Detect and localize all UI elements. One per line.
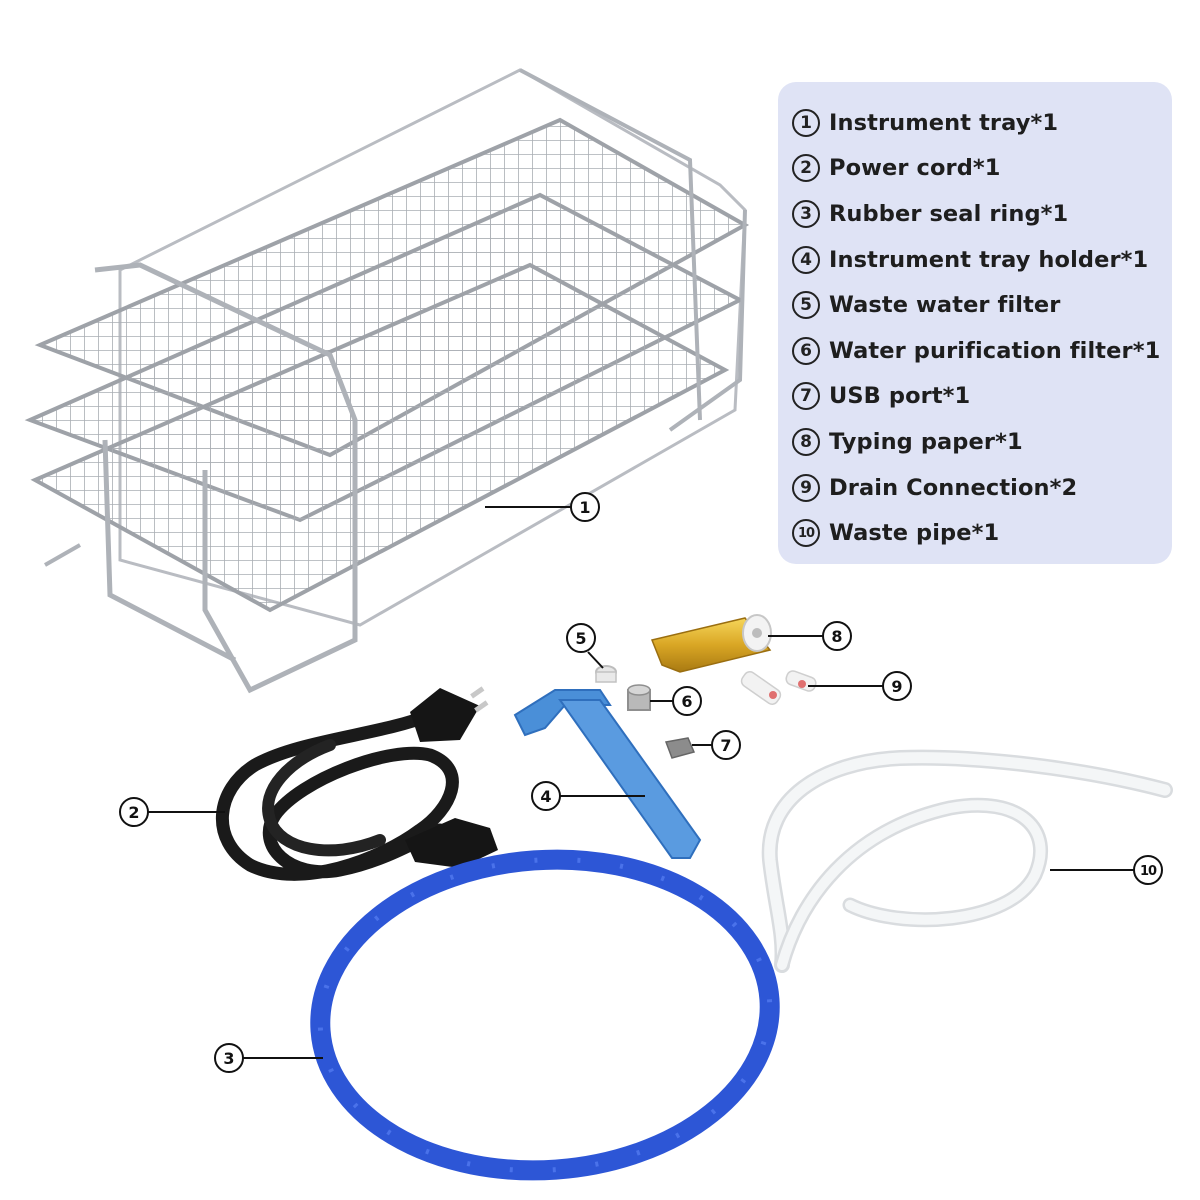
legend-label: Rubber seal ring*1 (829, 200, 1069, 227)
appliance-connector (405, 818, 498, 868)
legend-number: 3 (792, 199, 820, 228)
legend-label: Waste water filter (829, 292, 1061, 319)
legend-label: Waste pipe*1 (829, 520, 1000, 547)
legend-list: 1 Instrument tray*1 2 Power cord*1 3 Rub… (792, 100, 1160, 556)
waste-water-filter-photo (595, 665, 617, 683)
callout-label: 3 (223, 1049, 234, 1068)
legend-panel: 1 Instrument tray*1 2 Power cord*1 3 Rub… (778, 82, 1172, 564)
rubber-seal-ring-photo (310, 849, 780, 1181)
callout-label: 4 (540, 787, 551, 806)
callout-label: 6 (681, 692, 692, 711)
callout-7: 7 (692, 730, 741, 760)
legend-item-water-purification-filter: 6 Water purification filter*1 (792, 328, 1160, 374)
callouts: 1 2 3 4 5 6 7 (119, 492, 1163, 1073)
callout-label: 2 (128, 803, 139, 822)
usb-drive-photo (664, 737, 696, 759)
legend-label: Water purification filter*1 (829, 337, 1161, 364)
legend-number: 4 (792, 245, 820, 274)
callout-2: 2 (119, 797, 225, 827)
callout-10: 10 (1050, 855, 1163, 885)
legend-number: 8 (792, 427, 820, 456)
callout-label: 10 (1140, 864, 1157, 879)
legend-item-tray-holder: 4 Instrument tray holder*1 (792, 237, 1160, 283)
water-purification-filter-photo (627, 684, 651, 711)
callout-label: 9 (891, 677, 902, 696)
power-plug (410, 686, 489, 742)
callout-5: 5 (566, 623, 604, 669)
callout-label: 8 (831, 627, 842, 646)
legend-item-waste-water-filter: 5 Waste water filter (792, 282, 1160, 328)
legend-label: Drain Connection*2 (829, 474, 1078, 501)
legend-label: Instrument tray*1 (829, 109, 1059, 136)
tray-holder-photo (513, 689, 702, 859)
legend-number: 6 (792, 336, 820, 365)
legend-item-usb-port: 7 USB port*1 (792, 374, 1160, 420)
legend-number: 5 (792, 291, 820, 320)
legend-item-rubber-seal-ring: 3 Rubber seal ring*1 (792, 191, 1160, 237)
legend-label: Typing paper*1 (829, 428, 1023, 455)
drain-connection-photo (740, 670, 817, 705)
callout-4: 4 (531, 781, 645, 811)
callout-6: 6 (650, 686, 702, 716)
callout-label: 7 (720, 736, 731, 755)
callout-label: 1 (579, 498, 590, 517)
legend-number: 1 (792, 108, 820, 137)
typing-paper-photo (650, 614, 772, 673)
legend-item-power-cord: 2 Power cord*1 (792, 146, 1160, 192)
legend-item-typing-paper: 8 Typing paper*1 (792, 419, 1160, 465)
legend-label: Power cord*1 (829, 155, 1001, 182)
callout-9: 9 (808, 671, 912, 701)
legend-label: USB port*1 (829, 383, 971, 410)
legend-item-waste-pipe: 10 Waste pipe*1 (792, 510, 1160, 556)
instrument-tray-photo (24, 68, 750, 694)
legend-number: 9 (792, 473, 820, 502)
callout-3: 3 (214, 1043, 323, 1073)
legend-number: 7 (792, 382, 820, 411)
power-cord-photo (215, 686, 498, 881)
callout-1: 1 (485, 492, 600, 522)
callout-8: 8 (768, 621, 852, 651)
waste-pipe-photo (761, 749, 1173, 973)
legend-item-drain-connection: 9 Drain Connection*2 (792, 465, 1160, 511)
callout-label: 5 (575, 629, 586, 648)
legend-number: 2 (792, 154, 820, 183)
legend-label: Instrument tray holder*1 (829, 246, 1149, 273)
legend-item-instrument-tray: 1 Instrument tray*1 (792, 100, 1160, 146)
legend-number: 10 (792, 519, 820, 548)
